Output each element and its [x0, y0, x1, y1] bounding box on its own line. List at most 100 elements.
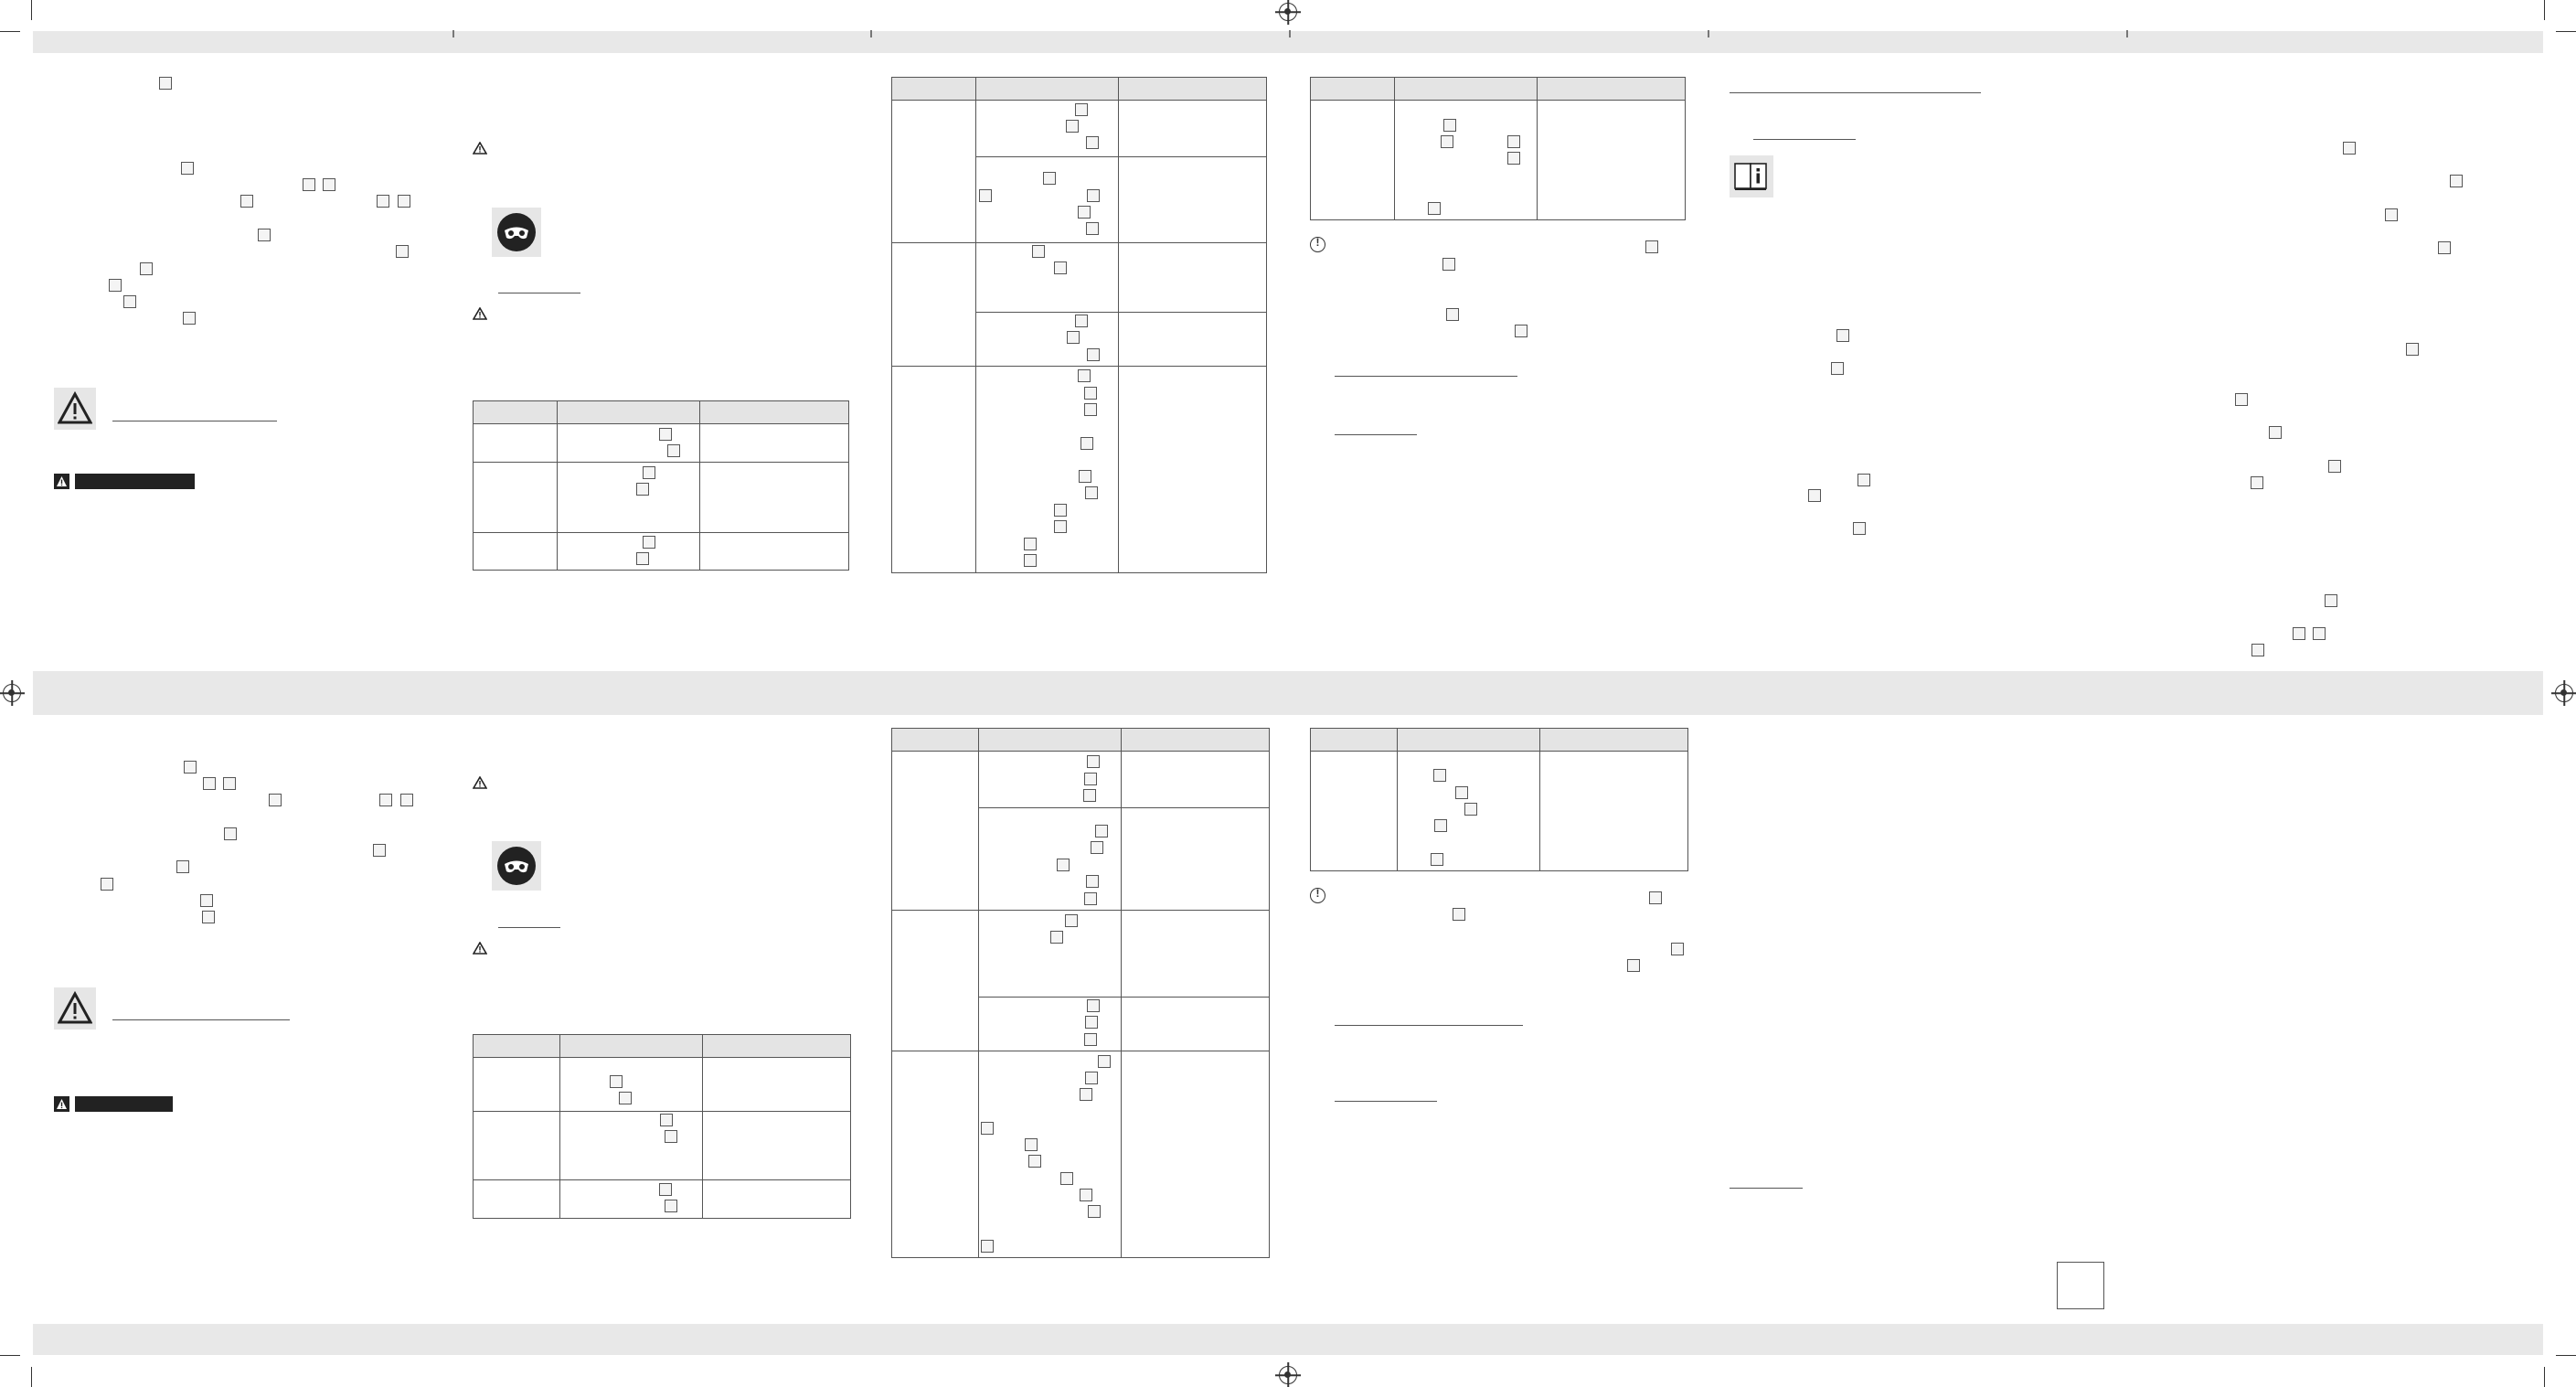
reference-box [269, 794, 282, 806]
reference-box [1091, 841, 1103, 854]
heading-underline [1730, 92, 1981, 94]
reference-box [1080, 437, 1093, 450]
reference-box [323, 178, 335, 191]
reference-box [159, 77, 172, 90]
reference-box [1442, 258, 1455, 271]
reference-box [1627, 959, 1640, 972]
reference-box [1808, 489, 1821, 502]
reference-box [2406, 343, 2419, 356]
reference-box [1078, 369, 1091, 382]
safety-goggles-icon [492, 208, 541, 257]
reference-box [1067, 331, 1080, 344]
reference-box [1443, 119, 1456, 132]
danger-bar [75, 1096, 173, 1112]
reference-box [2343, 142, 2356, 155]
top-band [33, 31, 2543, 53]
table [473, 400, 849, 571]
attention-icon [1310, 887, 1325, 903]
reference-box [184, 761, 197, 774]
reference-box [258, 229, 271, 241]
reference-box [1080, 1088, 1092, 1101]
reference-box [101, 878, 113, 891]
warning-icon [54, 1096, 69, 1112]
reference-box [1455, 786, 1468, 799]
reference-box [659, 428, 672, 441]
reference-box [1515, 325, 1528, 337]
fold-tick [1708, 30, 1709, 37]
table [891, 77, 1267, 573]
reference-box [1853, 522, 1866, 535]
reference-box [140, 262, 153, 275]
reference-box [1507, 135, 1520, 148]
reference-box [1433, 769, 1446, 782]
heading-underline [1730, 1188, 1803, 1190]
reference-box [665, 1130, 677, 1143]
heading-underline [1753, 139, 1856, 141]
reference-box [1083, 789, 1096, 802]
reference-box [1060, 1172, 1073, 1185]
reference-box [240, 195, 253, 208]
reference-box [1050, 931, 1063, 944]
reference-box [379, 794, 392, 806]
heading-underline [1335, 376, 1517, 378]
attention-icon [1310, 236, 1325, 252]
fold-tick [1289, 30, 1291, 37]
reference-box [981, 1122, 994, 1135]
reference-box [223, 777, 236, 790]
reference-box [109, 279, 122, 292]
reference-box [398, 195, 410, 208]
reference-box [1098, 1055, 1111, 1068]
table [473, 1034, 851, 1219]
reference-box [1079, 470, 1091, 483]
reference-box [1080, 1189, 1092, 1201]
table [1310, 77, 1686, 220]
warning-icon [54, 388, 96, 430]
reference-box [2438, 241, 2451, 254]
fold-tick [870, 30, 872, 37]
reference-box [2269, 426, 2282, 439]
reference-box [1087, 189, 1100, 202]
table [1310, 728, 1688, 871]
reference-box [643, 466, 655, 479]
reference-box [2235, 393, 2248, 406]
reference-box [1025, 1138, 1038, 1151]
reference-box [377, 195, 389, 208]
reference-box [396, 245, 409, 258]
reference-box [660, 1114, 673, 1126]
reference-box [665, 1200, 677, 1212]
reference-box [123, 295, 136, 308]
reference-box [1075, 315, 1088, 327]
warning-icon [473, 142, 487, 155]
reference-box [1065, 914, 1078, 927]
reference-box [1054, 504, 1067, 517]
reference-box [667, 444, 680, 457]
reference-box [1464, 803, 1477, 816]
reference-box [1054, 261, 1067, 274]
reference-box [183, 312, 196, 325]
reference-box [1087, 999, 1100, 1012]
reference-box [1507, 152, 1520, 165]
warning-icon [54, 474, 69, 489]
reference-box [203, 777, 216, 790]
reference-box [1088, 1205, 1101, 1218]
reference-box [1078, 206, 1091, 219]
reference-box [2251, 644, 2264, 656]
reference-box [979, 189, 992, 202]
reference-box [1084, 403, 1097, 416]
reference-box [1032, 245, 1045, 258]
heading-underline [112, 1019, 290, 1021]
reference-box [1671, 943, 1684, 955]
table [891, 728, 1270, 1258]
reference-box [373, 844, 386, 857]
registration-mark-icon [1279, 1366, 1297, 1384]
reference-box [202, 911, 215, 923]
reference-box [1057, 859, 1070, 871]
reference-box [1024, 538, 1037, 550]
reference-box [1446, 308, 1459, 321]
middle-band [33, 671, 2543, 715]
reference-box [1649, 891, 1662, 904]
reference-box [1428, 202, 1441, 215]
registration-mark-icon [2555, 684, 2573, 702]
reference-box [303, 178, 315, 191]
safety-goggles-icon [492, 841, 541, 891]
